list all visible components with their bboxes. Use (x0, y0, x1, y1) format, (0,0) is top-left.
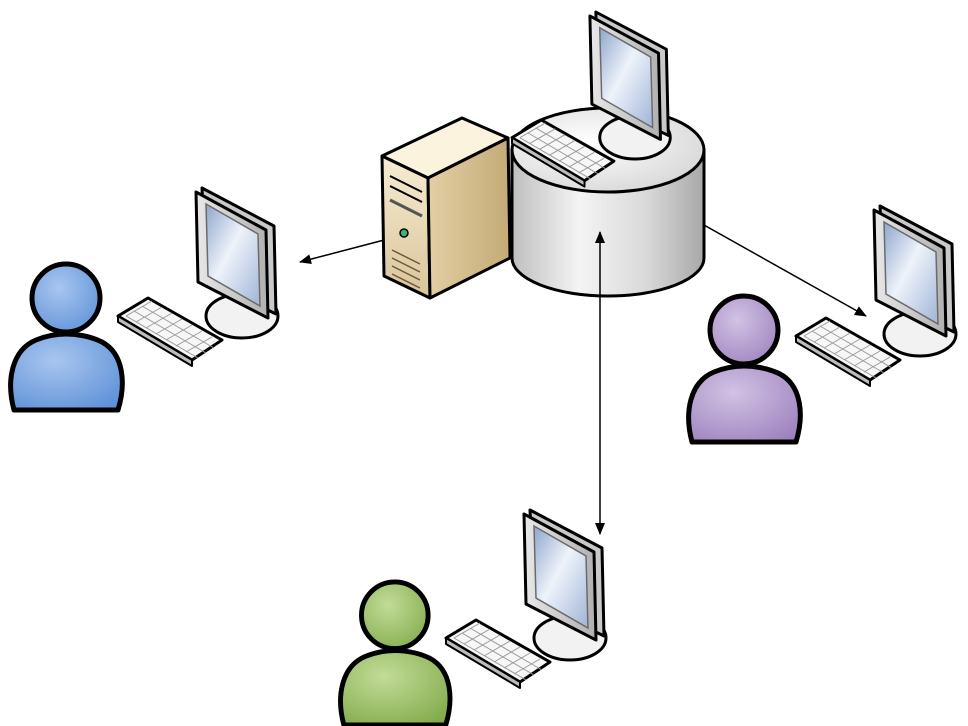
client-green (341, 508, 608, 725)
keyboard-icon (444, 618, 552, 690)
client-blue (11, 186, 280, 410)
user-icon (341, 582, 450, 725)
monitor-icon (872, 204, 958, 358)
user-icon (689, 296, 801, 442)
monitor-icon (522, 508, 608, 662)
monitor-icon (194, 186, 280, 340)
client-purple (689, 204, 958, 442)
user-icon (11, 264, 123, 410)
keyboard-icon (116, 296, 224, 368)
server-tower-icon (380, 116, 512, 300)
